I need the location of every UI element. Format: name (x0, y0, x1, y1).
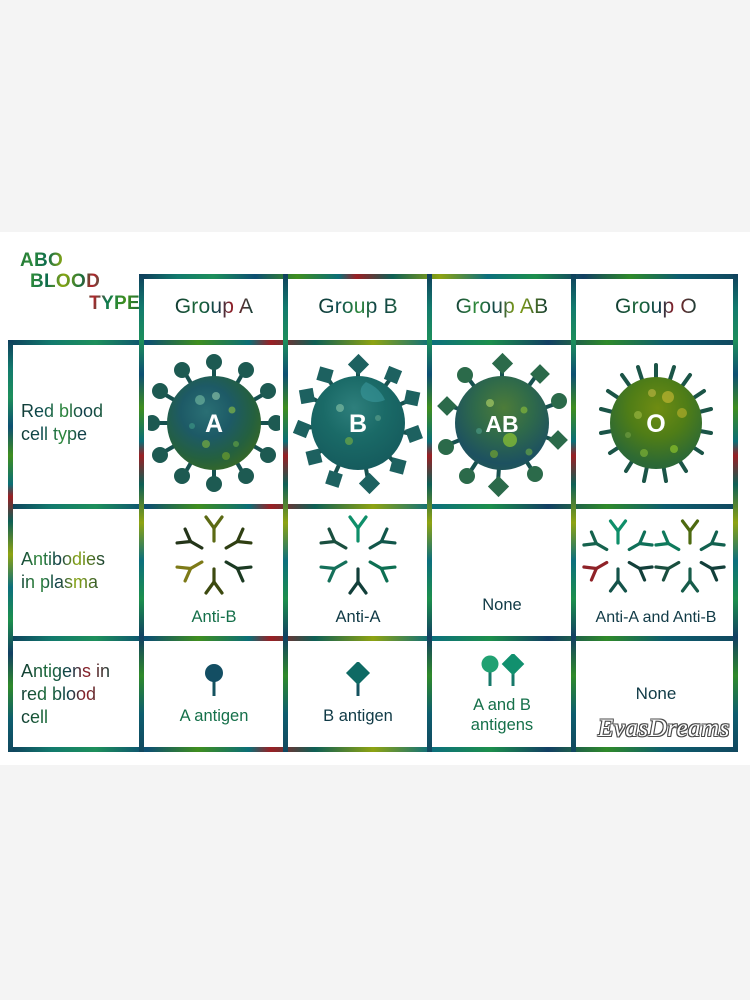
antibody-caption: Anti-B (192, 608, 237, 627)
row-label-text: Red blood cell type (21, 400, 103, 446)
antibodies-group-b-cell: Anti-A (289, 508, 427, 634)
grid-line-bottom (8, 747, 738, 752)
row-label-line: Antibodies (21, 548, 106, 569)
grid-line-v3 (427, 274, 432, 752)
antigen-caption-text-line2: antigens (470, 715, 534, 734)
antigen-caption-text: A antigen (179, 707, 249, 726)
antigens-group-ab-cell: A and B antigens (433, 640, 571, 749)
abo-blood-type-table: Group A Group B Group AB Group O Red blo… (8, 274, 738, 752)
row-label-line: Red blood (21, 400, 104, 421)
red-blood-cell-b-cell: B (289, 344, 427, 502)
row-label-text: Antigens in red blood cell (21, 660, 110, 729)
row-label-line: red blood (21, 683, 97, 704)
title-line-type: TYPE (14, 293, 144, 314)
antigen-caption: None (636, 684, 677, 704)
antigen-caption: B antigen (323, 707, 393, 726)
antibody-caption: Anti-A (336, 608, 381, 627)
red-blood-cell-ab: AB (437, 352, 568, 498)
antibody-caption: Anti-A and Anti-B (596, 609, 717, 628)
row-label-red-blood-cell-type: Red blood cell type (11, 344, 139, 502)
column-header-label: Group A (174, 295, 254, 318)
antibody-cluster-anti-a (319, 515, 397, 595)
red-blood-cell-b: B (292, 353, 423, 495)
antigen-caption-text: A and B (473, 696, 531, 715)
column-header-label: Group O (615, 295, 697, 318)
antigens-group-a-cell: A antigen (145, 640, 283, 749)
antibody-caption-text: Anti-A (335, 608, 381, 627)
red-blood-cell-o: O (599, 363, 713, 483)
grid-line-h1 (8, 340, 738, 345)
grid-line-h3 (8, 636, 738, 641)
column-header-group-o: Group O (577, 277, 735, 337)
row-label-antigens-in-red-blood-cell: Antigens in red blood cell (11, 640, 139, 749)
title-line-abo: ABO (14, 250, 144, 271)
grid-line-v4 (571, 274, 576, 752)
antigen-caption: A antigen (180, 707, 249, 726)
page-title: ABO BLOOD TYPE (14, 250, 144, 314)
row-label-line: cell (21, 707, 49, 728)
grid-line-top (142, 274, 738, 279)
blood-cell-letter: B (349, 410, 367, 438)
column-header-group-ab: Group AB (433, 277, 571, 337)
antigen-caption-text: None (635, 684, 677, 704)
column-header-group-a: Group A (145, 277, 283, 337)
row-label-text: Antibodies in plasma (21, 548, 105, 594)
antibodies-group-ab-cell: None (433, 508, 571, 634)
antigen-caption: A and B antigens (471, 696, 533, 735)
antibodies-group-o-cell: Anti-A and Anti-B (577, 508, 735, 634)
row-label-line: in plasma (21, 572, 99, 592)
antibody-caption-text: Anti-A and Anti-B (595, 608, 717, 626)
red-blood-cell-a: A (148, 354, 280, 492)
grid-line-right (733, 274, 738, 752)
antibody-cluster-anti-b (175, 515, 253, 595)
row-label-line: Antigens in (21, 660, 111, 681)
antibody-caption: None (482, 596, 521, 615)
grid-line-v1 (139, 274, 144, 752)
blood-cell-letter: AB (485, 411, 518, 437)
red-blood-cell-ab-cell: AB (433, 344, 571, 502)
grid-line-h2 (8, 504, 738, 509)
antigens-group-o-cell: None (577, 640, 735, 749)
antibodies-group-a-cell: Anti-B (145, 508, 283, 634)
antigen-diamond-icon (345, 662, 371, 697)
antibody-caption-text: None (482, 596, 522, 615)
row-label-line: cell type (21, 424, 88, 444)
title-line-blood: BLOOD (14, 271, 144, 292)
antibody-caption-text: Anti-B (191, 608, 237, 627)
column-header-label: Group B (318, 295, 398, 318)
column-header-group-b: Group B (289, 277, 427, 337)
antigen-caption-text: B antigen (323, 707, 393, 726)
red-blood-cell-o-cell: O (577, 344, 735, 502)
grid-line-v2 (283, 274, 288, 752)
chart-card: ABO BLOOD TYPE Group A Group B Group AB … (0, 232, 750, 765)
blood-cell-letter: O (646, 410, 665, 438)
row-label-antibodies-in-plasma: Antibodies in plasma (11, 508, 139, 634)
column-header-label: Group AB (455, 295, 549, 318)
antigen-circle-diamond-icon (481, 654, 525, 687)
antigens-group-b-cell: B antigen (289, 640, 427, 749)
red-blood-cell-a-cell: A (145, 344, 283, 502)
antigen-circle-icon (205, 664, 223, 697)
antibody-cluster-double (582, 518, 726, 593)
grid-line-left (8, 340, 13, 752)
blood-cell-letter: A (205, 410, 223, 438)
